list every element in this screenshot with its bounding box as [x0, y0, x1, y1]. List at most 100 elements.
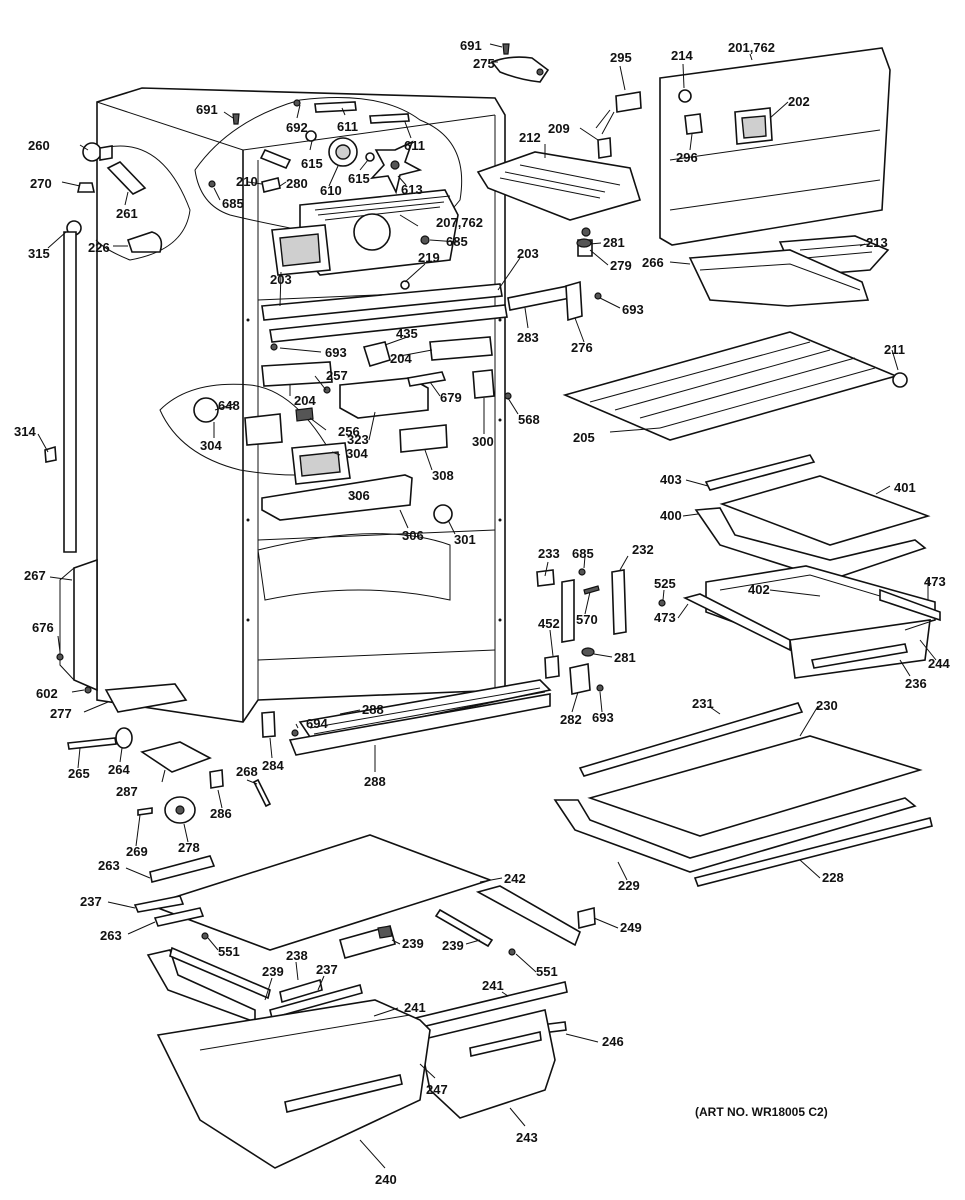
callout-692: 692 — [286, 120, 308, 135]
callout-288: 288 — [362, 702, 384, 717]
callout-693: 693 — [622, 302, 644, 317]
callout-676: 676 — [32, 620, 54, 635]
callout-270: 270 — [30, 176, 52, 191]
callout-435: 435 — [396, 326, 418, 341]
callout-261: 261 — [116, 206, 138, 221]
callout-242: 242 — [504, 871, 526, 886]
callout-568: 568 — [518, 412, 540, 427]
leader-lines — [37, 43, 937, 1169]
callout-613: 613 — [401, 182, 423, 197]
callout-260: 260 — [28, 138, 50, 153]
callout-648: 648 — [218, 398, 240, 413]
door-and-top-parts — [476, 47, 908, 441]
callout-247: 247 — [426, 1082, 448, 1097]
callout-286: 286 — [210, 806, 232, 821]
bottom-cabinet-parts — [67, 679, 552, 824]
freezer-shelves — [682, 454, 941, 679]
callout-201-762: 201,762 — [728, 40, 775, 55]
callout-249: 249 — [620, 920, 642, 935]
callout-219: 219 — [418, 250, 440, 265]
callout-210: 210 — [236, 174, 258, 189]
callout-237: 237 — [80, 894, 102, 909]
callout-300: 300 — [472, 434, 494, 449]
callout-296: 296 — [676, 150, 698, 165]
callout-278: 278 — [178, 840, 200, 855]
callout-256: 256 — [338, 424, 360, 439]
callout-691: 691 — [196, 102, 218, 117]
callout-276: 276 — [571, 340, 593, 355]
callout-228: 228 — [822, 870, 844, 885]
callout-212: 212 — [519, 130, 541, 145]
callout-labels: 691 275 295 214 201,762 202 209 212 296 … — [14, 38, 950, 1187]
callout-233: 233 — [538, 546, 560, 561]
callout-203: 203 — [270, 272, 292, 287]
callout-611: 611 — [337, 119, 358, 134]
callout-279: 279 — [610, 258, 632, 273]
callout-304: 304 — [200, 438, 222, 453]
callout-246: 246 — [602, 1034, 624, 1049]
callout-281: 281 — [603, 235, 625, 250]
callout-402: 402 — [748, 582, 770, 597]
callout-204: 204 — [390, 351, 412, 366]
callout-301: 301 — [454, 532, 476, 547]
callout-473: 473 — [924, 574, 946, 589]
callout-264: 264 — [108, 762, 130, 777]
callout-238: 238 — [286, 948, 308, 963]
callout-241: 241 — [482, 978, 504, 993]
callout-230: 230 — [816, 698, 838, 713]
callout-267: 267 — [24, 568, 46, 583]
callout-602: 602 — [36, 686, 58, 701]
callout-214: 214 — [671, 48, 693, 63]
art-number: (ART NO. WR18005 C2) — [695, 1105, 828, 1119]
callout-610: 610 — [320, 183, 342, 198]
callout-570: 570 — [576, 612, 598, 627]
callout-213: 213 — [866, 235, 888, 250]
callout-263: 263 — [98, 858, 120, 873]
callout-685: 685 — [572, 546, 594, 561]
callout-237: 237 — [316, 962, 338, 977]
callout-226: 226 — [88, 240, 110, 255]
callout-323: 323 — [347, 432, 369, 447]
callout-231: 231 — [692, 696, 714, 711]
callout-275: 275 — [473, 56, 495, 71]
callout-284: 284 — [262, 758, 284, 773]
callout-525: 525 — [654, 576, 676, 591]
callout-685: 685 — [446, 234, 468, 249]
callout-308: 308 — [432, 468, 454, 483]
callout-203: 203 — [517, 246, 539, 261]
callout-257: 257 — [326, 368, 348, 383]
callout-244: 244 — [928, 656, 950, 671]
rails-and-brackets — [536, 569, 627, 695]
callout-205: 205 — [573, 430, 595, 445]
callout-473: 473 — [654, 610, 676, 625]
callout-403: 403 — [660, 472, 682, 487]
callout-693: 693 — [325, 345, 347, 360]
callout-281: 281 — [614, 650, 636, 665]
callout-239: 239 — [262, 964, 284, 979]
callout-304: 304 — [346, 446, 368, 461]
callout-452: 452 — [538, 616, 560, 631]
callout-277: 277 — [50, 706, 72, 721]
callout-306: 306 — [402, 528, 424, 543]
callout-266: 266 — [642, 255, 664, 270]
callout-209: 209 — [548, 121, 570, 136]
callout-211: 211 — [884, 342, 905, 357]
callout-282: 282 — [560, 712, 582, 727]
callout-611: 611 — [404, 138, 425, 153]
callout-691: 691 — [460, 38, 482, 53]
callout-280: 280 — [286, 176, 308, 191]
callout-283: 283 — [517, 330, 539, 345]
callout-207-762: 207,762 — [436, 215, 483, 230]
callout-685: 685 — [222, 196, 244, 211]
callout-269: 269 — [126, 844, 148, 859]
callout-236: 236 — [905, 676, 927, 691]
callout-232: 232 — [632, 542, 654, 557]
crisper-assembly — [133, 834, 596, 1169]
callout-615: 615 — [301, 156, 323, 171]
callout-241: 241 — [404, 1000, 426, 1015]
callout-306: 306 — [348, 488, 370, 503]
callout-287: 287 — [116, 784, 138, 799]
callout-679: 679 — [440, 390, 462, 405]
callout-239: 239 — [402, 936, 424, 951]
